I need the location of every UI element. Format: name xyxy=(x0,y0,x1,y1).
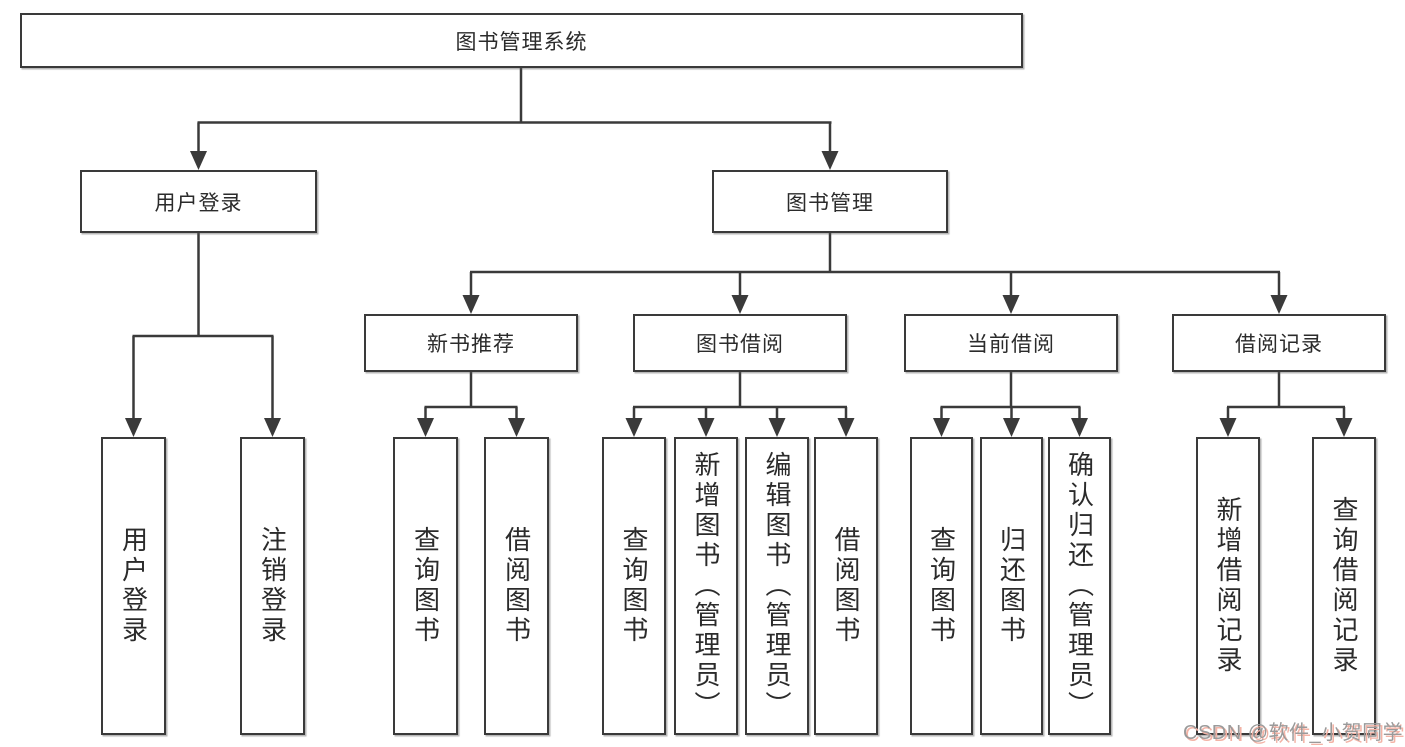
leaf-query-borrow-record: 查询借阅记录 xyxy=(1312,437,1376,735)
node-current-borrow-label: 当前借阅 xyxy=(967,333,1055,356)
arrow-down-icon xyxy=(1002,295,1020,314)
leaf-add-borrow-record-label: 新增借阅记录 xyxy=(1213,496,1243,676)
leaf-logout: 注销登录 xyxy=(240,437,305,735)
arrow-down-icon xyxy=(125,418,142,437)
arrow-down-icon xyxy=(190,151,207,170)
arrow-down-icon xyxy=(1219,418,1237,437)
arrow-down-icon xyxy=(933,418,950,437)
node-current-borrow: 当前借阅 xyxy=(904,314,1118,372)
node-root-label: 图书管理系统 xyxy=(455,30,588,54)
arrow-down-icon xyxy=(625,418,643,437)
arrow-down-icon xyxy=(731,295,749,314)
node-root: 图书管理系统 xyxy=(20,13,1023,68)
leaf-edit-book-admin-label: 编辑图书（管理员） xyxy=(762,451,792,721)
connector-borrow-records-to-leaves xyxy=(1219,372,1353,437)
arrow-down-icon xyxy=(462,295,480,314)
arrow-down-icon xyxy=(1003,418,1020,437)
leaf-return-book-label: 归还图书 xyxy=(996,526,1027,646)
arrow-down-icon xyxy=(768,418,786,437)
leaf-user-login: 用户登录 xyxy=(101,437,166,735)
arrow-down-icon xyxy=(821,151,839,170)
leaf-return-book: 归还图书 xyxy=(980,437,1043,735)
connector-book-management-to-level3 xyxy=(462,233,1288,314)
node-borrow-records-label: 借阅记录 xyxy=(1235,333,1323,356)
node-book-borrow-label: 图书借阅 xyxy=(696,333,784,356)
node-new-book-recommend: 新书推荐 xyxy=(364,314,578,372)
leaf-logout-label: 注销登录 xyxy=(257,526,288,646)
connector-current-borrow-to-leaves xyxy=(933,372,1088,437)
leaf-confirm-return-admin-label: 确认归还（管理员） xyxy=(1064,451,1095,721)
arrow-down-icon xyxy=(417,418,434,437)
node-book-borrow: 图书借阅 xyxy=(633,314,847,372)
connector-book-borrow-to-leaves xyxy=(625,372,855,437)
node-user-login: 用户登录 xyxy=(80,170,317,233)
leaf-query-borrow-record-label: 查询借阅记录 xyxy=(1329,496,1359,676)
leaf-borrow-books-recommend: 借阅图书 xyxy=(484,437,549,735)
arrow-down-icon xyxy=(508,418,525,437)
arrow-down-icon xyxy=(264,418,281,437)
node-new-book-recommend-label: 新书推荐 xyxy=(427,333,515,356)
leaf-add-book-admin-label: 新增图书（管理员） xyxy=(691,451,721,721)
leaf-add-book-admin: 新增图书（管理员） xyxy=(674,437,738,735)
node-user-login-label: 用户登录 xyxy=(154,191,243,215)
connector-user-login-to-leaves xyxy=(125,233,281,437)
leaf-borrow-books-label: 借阅图书 xyxy=(831,526,861,646)
arrow-down-icon xyxy=(837,418,855,437)
connector-new-book-recommend-to-leaves xyxy=(417,372,525,437)
arrow-down-icon xyxy=(697,418,715,437)
leaf-borrow-books-recommend-label: 借阅图书 xyxy=(501,526,532,646)
arrow-down-icon xyxy=(1335,418,1353,437)
leaf-query-books-recommend: 查询图书 xyxy=(393,437,458,735)
leaf-confirm-return-admin: 确认归还（管理员） xyxy=(1048,437,1111,735)
leaf-edit-book-admin: 编辑图书（管理员） xyxy=(745,437,809,735)
node-book-management-label: 图书管理 xyxy=(786,191,874,215)
csdn-watermark: CSDN @软件_小贺同学 xyxy=(1183,722,1404,744)
leaf-add-borrow-record: 新增借阅记录 xyxy=(1196,437,1260,735)
node-borrow-records: 借阅记录 xyxy=(1172,314,1386,372)
leaf-query-books-recommend-label: 查询图书 xyxy=(410,526,441,646)
node-book-management: 图书管理 xyxy=(712,170,948,233)
arrow-down-icon xyxy=(1071,418,1088,437)
leaf-query-books-borrow: 查询图书 xyxy=(602,437,666,735)
arrow-down-icon xyxy=(1270,295,1288,314)
leaf-query-books-borrow-label: 查询图书 xyxy=(619,526,649,646)
leaf-query-books-current: 查询图书 xyxy=(910,437,973,735)
connector-root-to-level2 xyxy=(190,68,839,170)
leaf-query-books-current-label: 查询图书 xyxy=(926,526,957,646)
leaf-borrow-books: 借阅图书 xyxy=(814,437,878,735)
leaf-user-login-label: 用户登录 xyxy=(118,526,149,646)
